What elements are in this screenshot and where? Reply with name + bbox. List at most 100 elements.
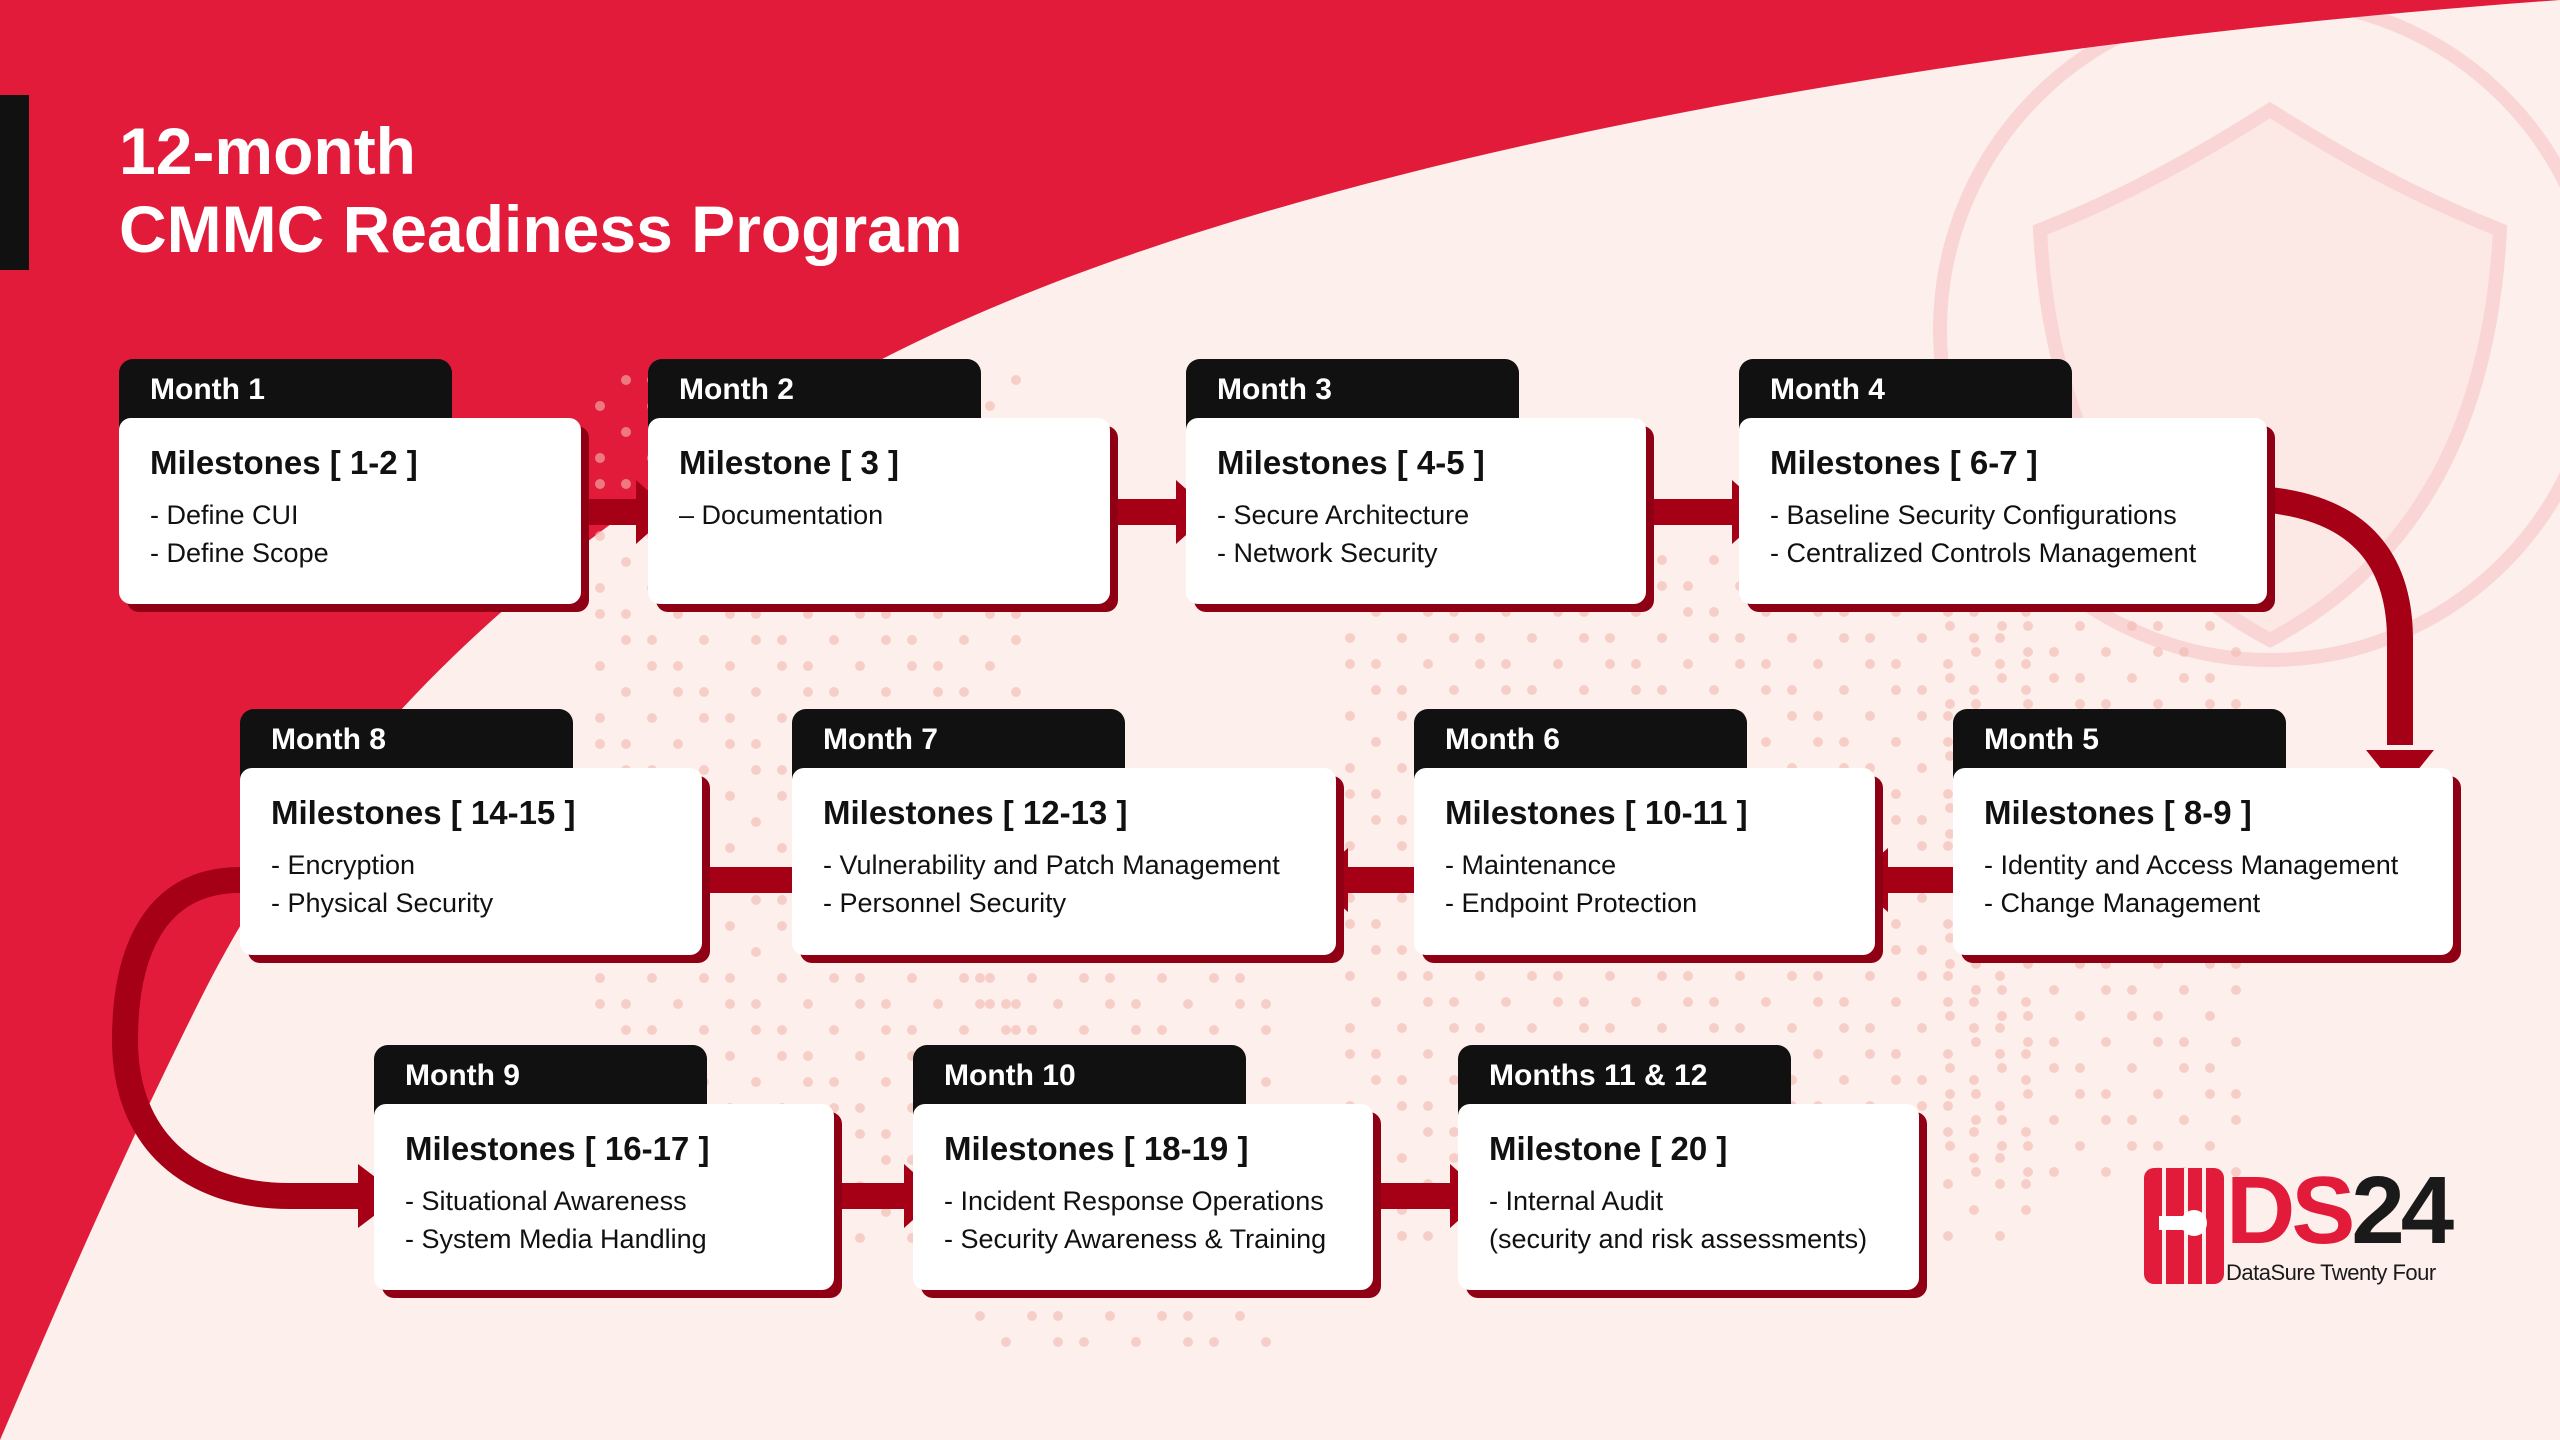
map-dot [1995, 1231, 2005, 1241]
map-dot [1891, 1075, 1901, 1085]
map-dot [959, 1025, 969, 1035]
map-dot [1945, 1089, 1955, 1099]
milestone-heading: Milestone [ 20 ] [1489, 1130, 1728, 1167]
map-dot [2231, 1115, 2241, 1125]
map-dot [1371, 737, 1381, 747]
map-dot [725, 921, 735, 931]
map-dot [1371, 1127, 1381, 1137]
map-dot [1423, 997, 1433, 1007]
map-dot [1027, 973, 1037, 983]
map-dot [2075, 621, 2085, 631]
map-dot [1917, 633, 1927, 643]
map-dot [881, 609, 891, 619]
map-dot [2021, 1205, 2031, 1215]
map-dot [725, 713, 735, 723]
milestone-heading: Milestones [ 14-15 ] [271, 794, 576, 831]
map-dot [2153, 647, 2163, 657]
map-dot [1709, 1023, 1719, 1033]
map-dot [725, 1051, 735, 1061]
map-dot [1709, 607, 1719, 617]
map-dot [1917, 1153, 1927, 1163]
logo-tagline: DataSure Twenty Four [2226, 1260, 2436, 1285]
map-dot [1969, 685, 1979, 695]
month-tab: Month 1 [119, 359, 452, 429]
map-dot [2021, 1127, 2031, 1137]
map-dot [2205, 621, 2215, 631]
map-dot [975, 1311, 985, 1321]
map-dot [751, 765, 761, 775]
map-dot [1891, 685, 1901, 695]
map-dot [1943, 607, 1953, 617]
map-dot [881, 1025, 891, 1035]
map-dot [1449, 1153, 1459, 1163]
map-dot [1449, 607, 1459, 617]
map-dot [1345, 711, 1355, 721]
map-dot [881, 999, 891, 1009]
map-dot [2021, 1049, 2031, 1059]
month-tab: Month 5 [1953, 709, 2286, 779]
map-dot [2205, 673, 2215, 683]
map-dot [1261, 999, 1271, 1009]
map-dot [621, 687, 631, 697]
map-dot [647, 973, 657, 983]
map-dot [1995, 1023, 2005, 1033]
milestone-card: Milestone [ 3 ]– Documentation [648, 418, 1110, 604]
map-dot [2231, 699, 2241, 709]
map-dot [1397, 1023, 1407, 1033]
map-dot [673, 661, 683, 671]
map-dot [1683, 607, 1693, 617]
map-dot [1157, 1025, 1167, 1035]
map-dot [1891, 815, 1901, 825]
map-dot [1345, 919, 1355, 929]
map-dot [2231, 959, 2241, 969]
month-tab: Months 11 & 12 [1458, 1045, 1791, 1115]
map-dot [829, 1077, 839, 1087]
map-dot [1423, 1127, 1433, 1137]
map-dot [1527, 971, 1537, 981]
map-dot [2049, 1115, 2059, 1125]
map-dot [803, 609, 813, 619]
map-dot [1943, 1049, 1953, 1059]
map-dot [1943, 919, 1953, 929]
map-dot [1657, 685, 1667, 695]
milestone-item: - Security Awareness & Training [944, 1224, 1327, 1254]
map-dot [2127, 1141, 2137, 1151]
map-dot [1131, 1337, 1141, 1347]
milestone-heading: Milestones [ 16-17 ] [405, 1130, 710, 1167]
map-dot [1397, 815, 1407, 825]
milestone-card: Milestone [ 20 ]- Internal Audit(securit… [1458, 1104, 1919, 1290]
map-dot [855, 1103, 865, 1113]
map-dot [1397, 1153, 1407, 1163]
map-dot [1397, 685, 1407, 695]
map-dot [699, 713, 709, 723]
map-dot [2153, 959, 2163, 969]
map-dot [1683, 971, 1693, 981]
map-dot [2127, 1011, 2137, 1021]
map-dot [959, 635, 969, 645]
map-dot [1813, 659, 1823, 669]
map-dot [1997, 1115, 2007, 1125]
map-dot [2179, 1063, 2189, 1073]
map-dot [1475, 1023, 1485, 1033]
map-dot [1917, 711, 1927, 721]
map-dot [1423, 1101, 1433, 1111]
map-dot [1969, 1023, 1979, 1033]
map-dot [673, 609, 683, 619]
map-dot [621, 375, 631, 385]
map-dot [1001, 1025, 1011, 1035]
map-dot [2023, 1011, 2033, 1021]
map-dot [2153, 1141, 2163, 1151]
map-dot [1235, 973, 1245, 983]
map-dot [1997, 621, 2007, 631]
map-dot [1787, 1023, 1797, 1033]
month-tab: Month 4 [1739, 359, 2072, 429]
map-dot [1891, 607, 1901, 617]
map-dot [1969, 997, 1979, 1007]
map-dot [1079, 1025, 1089, 1035]
map-dot [1423, 607, 1433, 617]
map-dot [1105, 1311, 1115, 1321]
map-dot [699, 687, 709, 697]
map-dot [621, 999, 631, 1009]
map-dot [2075, 673, 2085, 683]
map-dot [1891, 945, 1901, 955]
